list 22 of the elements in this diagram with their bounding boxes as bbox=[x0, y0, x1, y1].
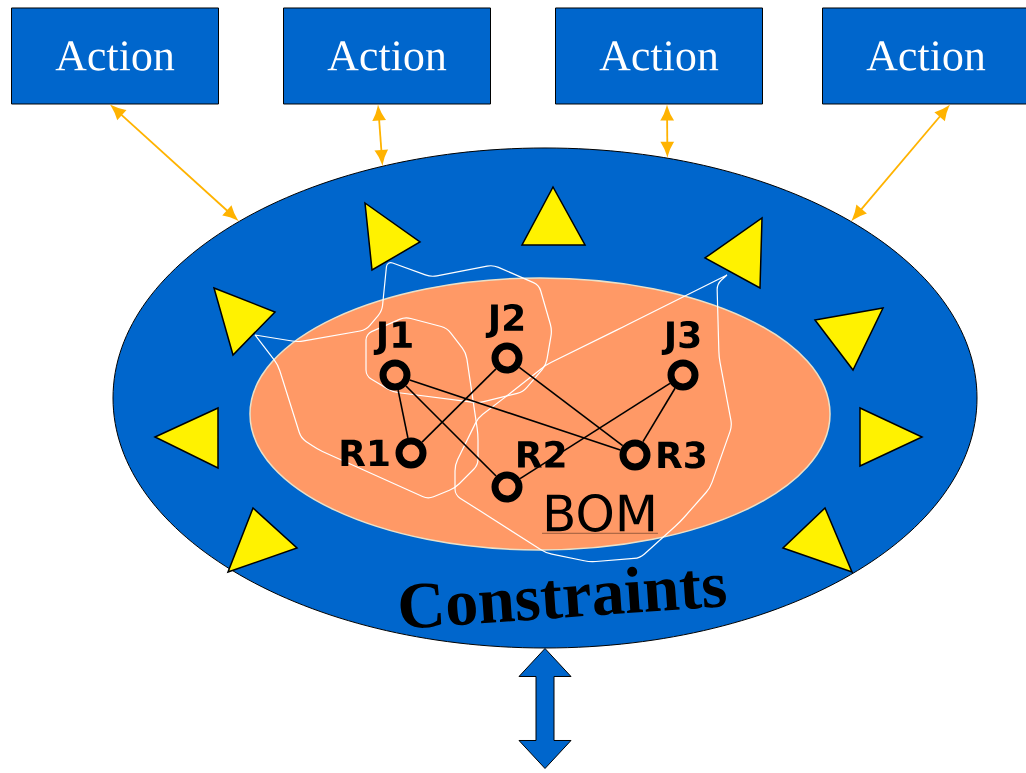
connector-line bbox=[642, 387, 676, 443]
arrow bbox=[660, 106, 674, 156]
connector-line bbox=[518, 366, 624, 447]
connector-line bbox=[405, 385, 497, 477]
action-box: Action bbox=[822, 7, 1026, 105]
connector-line bbox=[397, 389, 409, 439]
action-box: Action bbox=[555, 7, 763, 105]
arrow bbox=[111, 105, 238, 220]
node-label: J3 bbox=[661, 321, 700, 355]
action-box: Action bbox=[11, 7, 219, 105]
connector-line bbox=[408, 379, 622, 451]
action-box: Action bbox=[283, 7, 491, 105]
node-label: R2 bbox=[518, 440, 565, 468]
node-label: J2 bbox=[485, 304, 524, 338]
connector-line bbox=[421, 368, 497, 443]
arrow bbox=[852, 106, 949, 220]
node-label: R1 bbox=[341, 439, 389, 467]
arrow bbox=[372, 106, 388, 164]
double-arrow bbox=[518, 648, 572, 769]
node-label: R3 bbox=[658, 441, 705, 469]
node-label: J1 bbox=[373, 321, 412, 355]
connector-line bbox=[519, 382, 671, 480]
